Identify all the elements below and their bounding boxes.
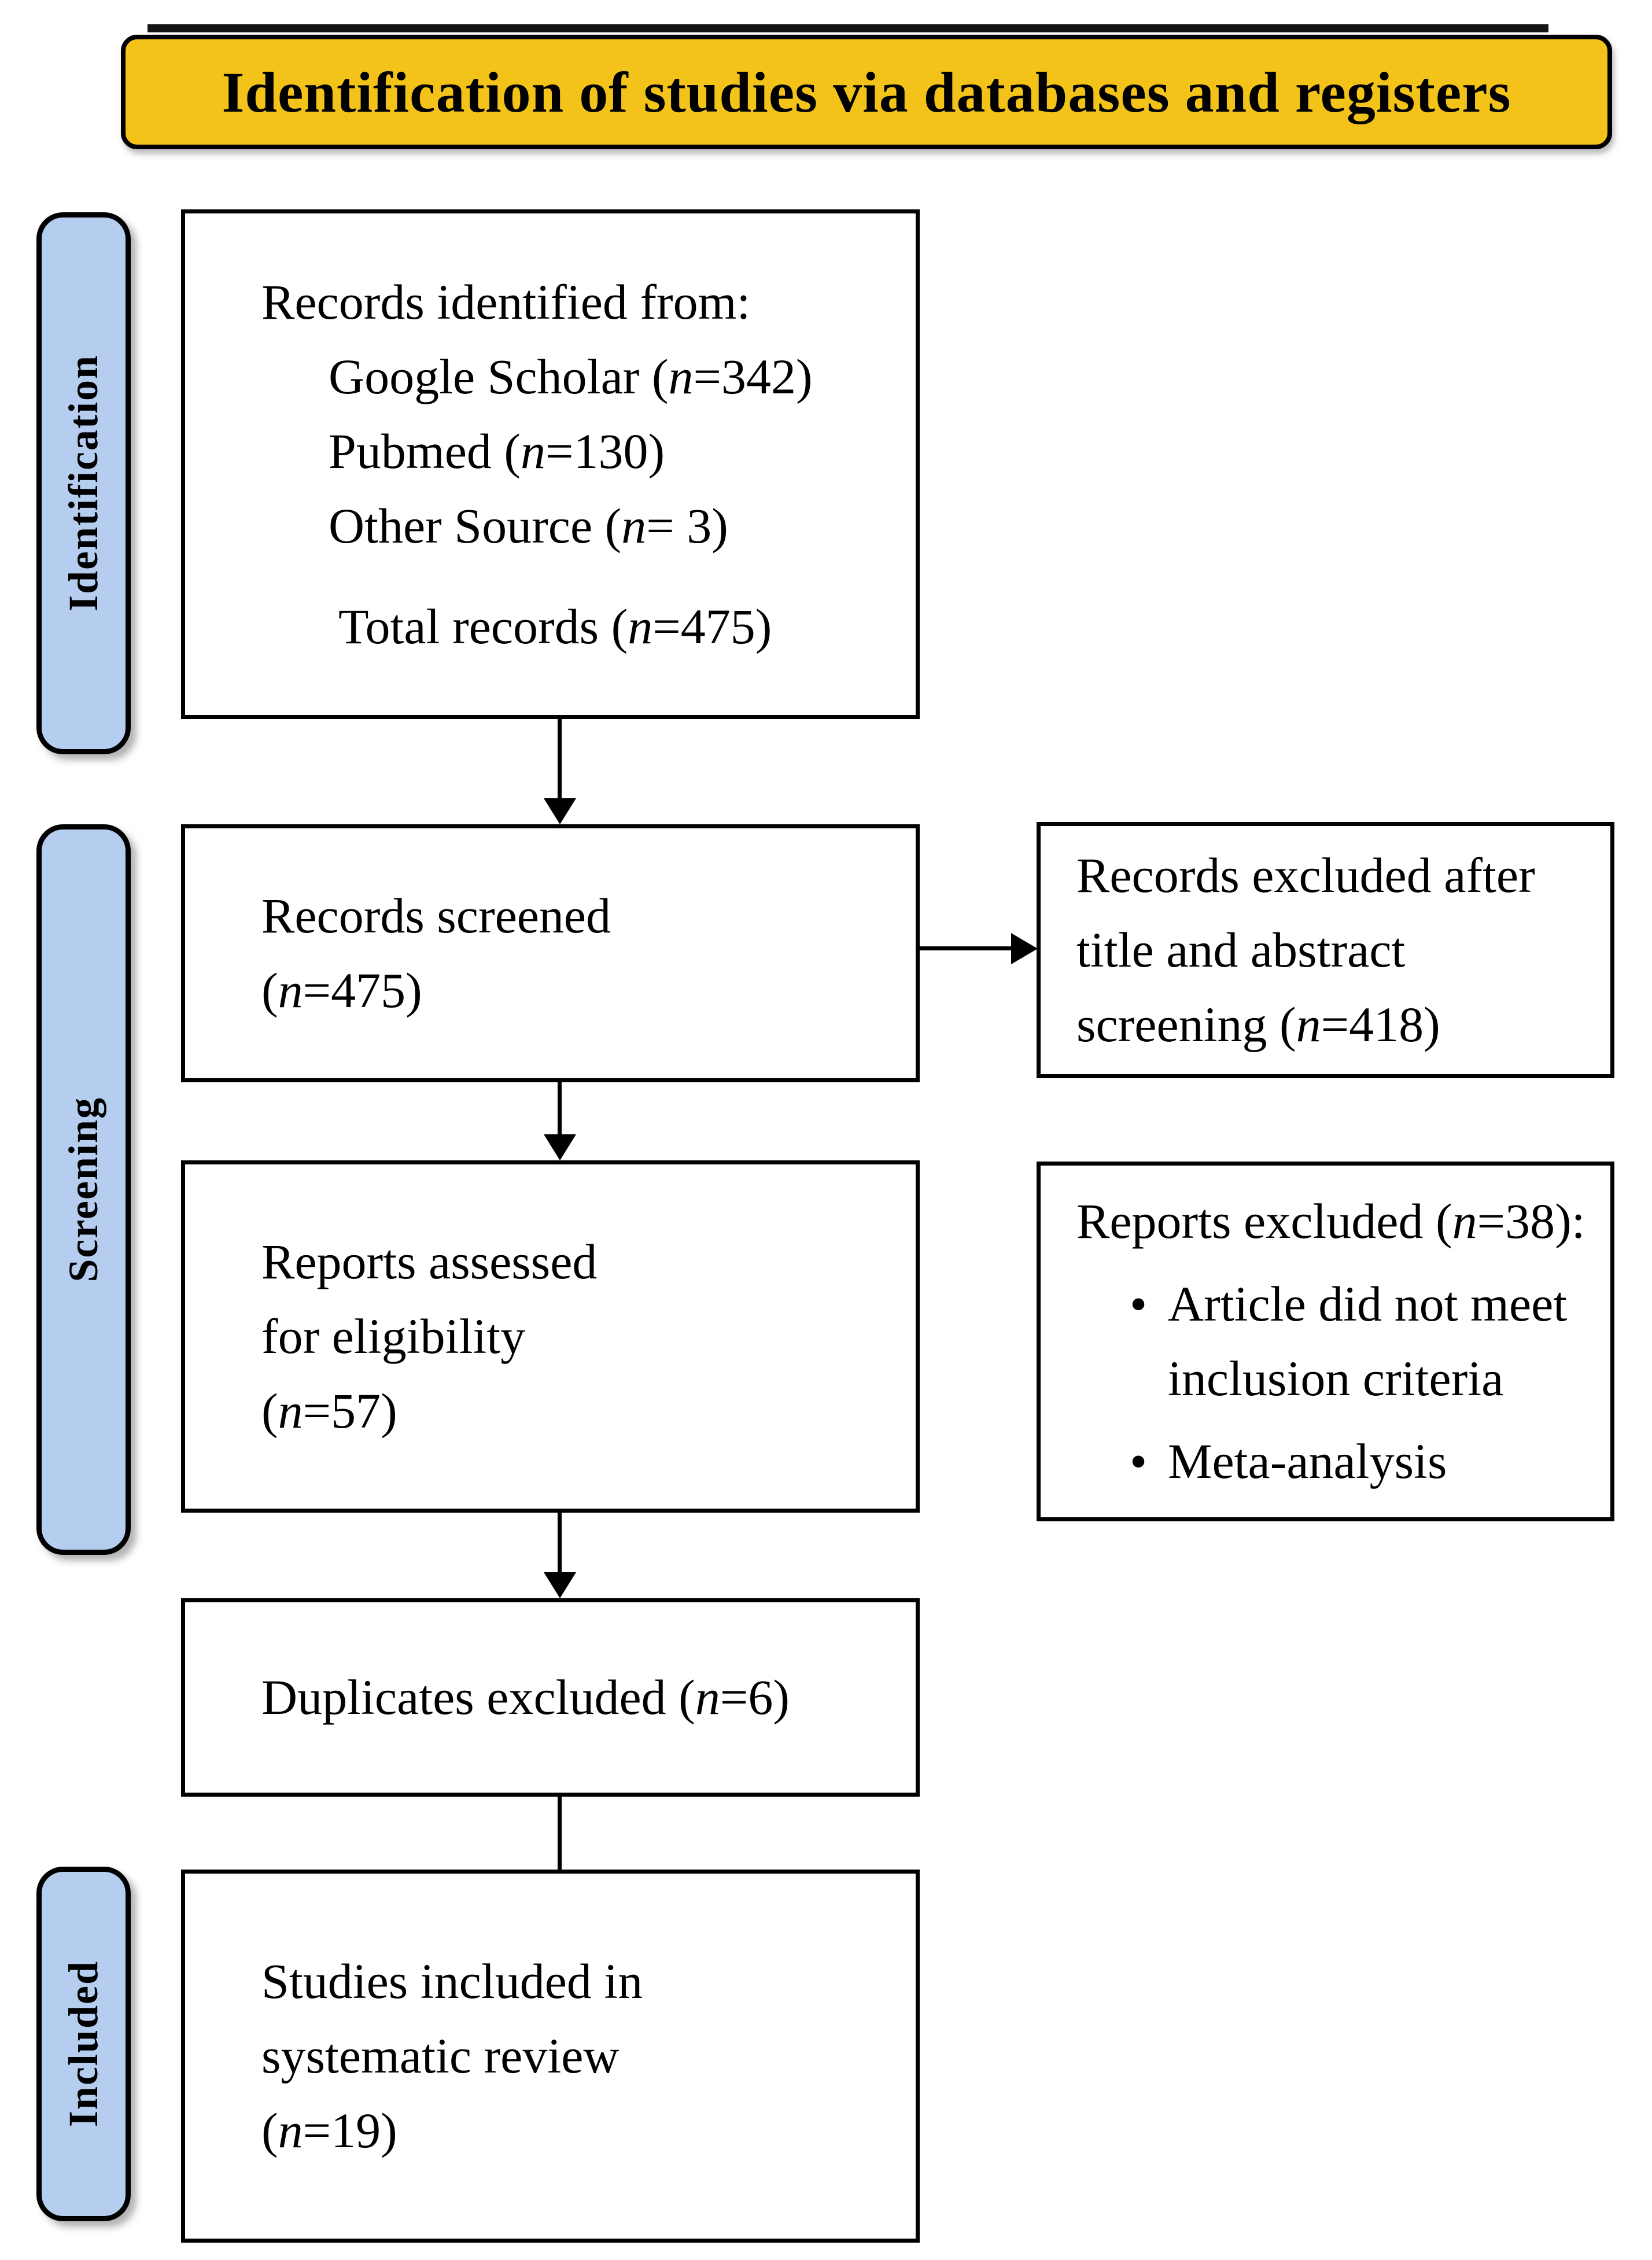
bullet-icon: • — [1130, 1433, 1148, 1489]
source-pubmed: Pubmed (n=130) — [329, 423, 665, 479]
records-screened-line2: (n=475) — [261, 963, 422, 1018]
records-excluded-box: Records excluded after title and abstrac… — [1037, 822, 1614, 1078]
reports-assessed-line3: (n=57) — [261, 1383, 397, 1439]
records-excluded-line2: title and abstract — [1076, 922, 1406, 978]
studies-included-line2: systematic review — [261, 2028, 620, 2084]
source-google-scholar: Google Scholar (n=342) — [329, 348, 813, 404]
connector-duplicates-to-included-line — [558, 1797, 562, 1870]
reports-excluded-bullet-2-text: Meta-analysis — [1168, 1433, 1447, 1489]
records-identified-box: Records identified from: Google Scholar … — [181, 209, 920, 719]
records-screened-box: Records screened (n=475) — [181, 824, 920, 1082]
stage-label-included: Included — [36, 1867, 131, 2221]
studies-included-line3: (n=19) — [261, 2103, 397, 2158]
arrow-screened-to-assessed-head — [544, 1134, 576, 1160]
bullet-icon: • — [1130, 1276, 1148, 1332]
top-rule — [148, 24, 1548, 32]
reports-assessed-line1: Reports assessed — [261, 1234, 598, 1289]
studies-included-box: Studies included in systematic review (n… — [181, 1870, 920, 2243]
title-banner-text: Identification of studies via databases … — [222, 60, 1511, 124]
stage-label-identification: Identification — [36, 212, 131, 754]
records-identified-heading: Records identified from: — [261, 274, 751, 330]
reports-excluded-bullet-2: • Meta-analysis — [1130, 1424, 1599, 1499]
stage-label-screening-text: Screening — [60, 1097, 106, 1282]
stage-label-screening: Screening — [36, 824, 131, 1555]
arrow-identified-to-screened-head — [544, 798, 576, 824]
arrow-assessed-to-duplicates-line — [558, 1513, 562, 1574]
reports-assessed-line2: for eligibility — [261, 1308, 526, 1364]
duplicates-excluded-line: Duplicates excluded (n=6) — [261, 1669, 790, 1725]
records-screened-line1: Records screened — [261, 888, 611, 943]
total-records-line: Total records (n=475) — [338, 598, 772, 654]
reports-excluded-heading: Reports excluded (n=38): — [1076, 1193, 1585, 1249]
reports-assessed-box: Reports assessed for eligibility (n=57) — [181, 1160, 920, 1513]
stage-label-included-text: Included — [60, 1960, 106, 2128]
stage-label-identification-text: Identification — [60, 355, 106, 612]
arrow-screened-to-assessed-line — [558, 1082, 562, 1136]
records-excluded-line3: screening (n=418) — [1076, 997, 1440, 1052]
title-banner: Identification of studies via databases … — [121, 35, 1612, 149]
arrow-screened-to-excluded-line — [920, 946, 1012, 950]
source-other: Other Source (n= 3) — [329, 497, 728, 554]
studies-included-line1: Studies included in — [261, 1953, 643, 2009]
arrow-identified-to-screened-line — [558, 719, 562, 800]
reports-excluded-bullet-1-text: Article did not meet inclusion criteria — [1168, 1276, 1568, 1406]
arrow-screened-to-excluded-head — [1011, 933, 1038, 964]
reports-excluded-bullet-1: • Article did not meet inclusion criteri… — [1130, 1267, 1599, 1416]
duplicates-excluded-box: Duplicates excluded (n=6) — [181, 1598, 920, 1797]
arrow-assessed-to-duplicates-head — [544, 1572, 576, 1598]
reports-excluded-box: Reports excluded (n=38): • Article did n… — [1037, 1162, 1614, 1521]
records-excluded-line1: Records excluded after — [1076, 847, 1535, 903]
